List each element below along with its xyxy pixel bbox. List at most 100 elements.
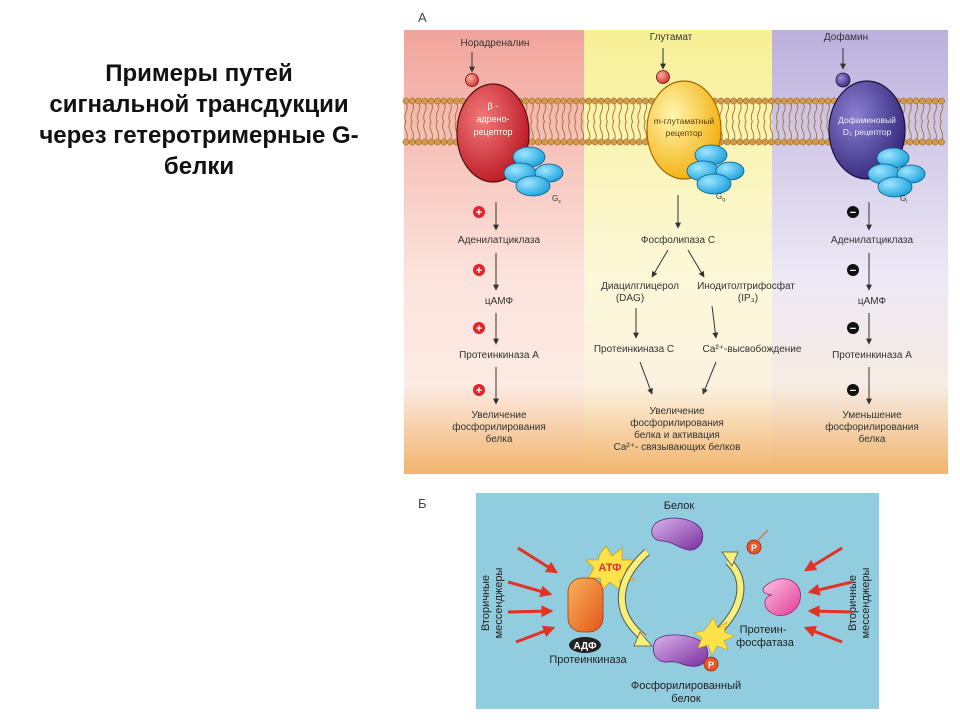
result-line2: фосфорилирования <box>630 417 724 429</box>
pathway-result: фосфорилирования <box>452 421 546 433</box>
protein-phosphatase-shape <box>762 578 801 616</box>
ligand-glutamate: Глутамат <box>650 32 693 43</box>
beta-pathway-steps: + + + + Аденилатциклаза цАМФ Протеинкиназа А Ув… <box>452 202 546 445</box>
g-protein-gs <box>503 146 564 197</box>
result-line4: Ca²⁺- связывающих белков <box>614 441 741 453</box>
pathway-step: цАМФ <box>858 296 887 307</box>
phosphate-attached-label: Р <box>708 660 714 670</box>
regulation-sign <box>847 264 859 276</box>
adp-badge <box>569 637 601 653</box>
adp-label: АДФ <box>573 641 597 652</box>
calcium-release: Ca²⁺-высвобождение <box>703 343 802 355</box>
messenger-arrow <box>807 605 853 618</box>
phosphorylation-burst <box>693 617 735 656</box>
gq-label: Gq <box>716 192 725 203</box>
beta-adrenoreceptor <box>456 83 530 183</box>
dopamine-pathway-steps: − − − − Аденилатциклаза цАМФ Протеинкиназа А Ум… <box>825 202 919 445</box>
messengers-left-line1: Вторичные <box>480 575 492 631</box>
messengers-right-line1: Вторичные <box>847 575 859 631</box>
protein-shape <box>651 517 704 551</box>
glutamate-molecule <box>656 70 670 84</box>
messenger-arrow <box>803 546 843 572</box>
receptor-label-line1: Дофаминовый <box>838 115 896 125</box>
result-line3: белка и активация <box>634 429 720 441</box>
regulation-sign <box>473 206 485 218</box>
pathway-step: цАМФ <box>485 296 514 307</box>
g-protein-gi <box>867 147 926 198</box>
ligand-dopamine: Дофамин <box>824 31 868 43</box>
dag-label-line2: (DAG) <box>616 293 644 304</box>
ligand-noradrenaline: Норадреналин <box>461 38 530 49</box>
protein-kinase-shape <box>567 577 604 633</box>
receptor-label-line2: D₂ рецептор <box>843 127 892 137</box>
dopamine-molecule <box>835 72 851 88</box>
pathway-result: фосфорилирования <box>825 421 919 433</box>
pathway-result: белка <box>859 433 886 445</box>
regulation-sign-label: − <box>850 207 856 219</box>
atp-label: АТФ <box>598 562 621 574</box>
pathway-result: Увеличение <box>471 410 527 421</box>
dopamine-pathway: Дофамин Дофаминовый D₂ рецептор Gi <box>824 31 926 205</box>
regulation-sign <box>847 322 859 334</box>
pathway-result: белка <box>486 433 513 445</box>
messenger-arrows <box>507 546 853 644</box>
messenger-arrow <box>515 625 556 644</box>
phosphatase-label-line1: Протеин- <box>740 624 787 636</box>
messengers-right-line2: мессенджеры <box>860 568 872 639</box>
regulation-sign-label: + <box>476 207 482 219</box>
g-protein-gq <box>686 144 745 195</box>
panel-b-letter: Б <box>418 496 427 511</box>
regulation-sign-label: + <box>476 385 482 397</box>
regulation-sign-label: − <box>850 323 856 335</box>
pathway-step: Протеинкиназа А <box>832 350 912 361</box>
ip3-label-line2: (IP₃) <box>738 293 758 304</box>
phospho-protein-label-line1: Фосфорилированный <box>631 680 741 692</box>
pathway-step: Протеинкиназа А <box>459 350 539 361</box>
messenger-arrow <box>517 546 559 574</box>
receptor-label-line2: рецептор <box>666 128 703 138</box>
protein-kinase-c: Протеинкиназа С <box>594 344 674 355</box>
regulation-sign <box>473 264 485 276</box>
receptor-label-line2: адрено- <box>476 114 509 124</box>
regulation-sign <box>473 322 485 334</box>
phosphatase-label-line2: фосфатаза <box>736 637 795 649</box>
phosphate-attached <box>703 656 719 672</box>
pathway-step: Аденилатциклаза <box>831 235 914 246</box>
messenger-arrow <box>507 580 553 598</box>
slide-title: Примеры путей сигнальной трансдукции чер… <box>39 60 359 180</box>
phosphatase-cycle-arrow <box>721 551 739 567</box>
protein-kinase-label: Протеинкиназа <box>549 654 627 666</box>
regulation-sign <box>847 206 859 218</box>
protein-label: Белок <box>664 500 695 512</box>
receptor-label-line3: рецептор <box>474 127 513 137</box>
glutamate-pathway: Глутамат m-глутаматный рецептор Gq Фосфо… <box>594 32 802 453</box>
messengers-left-line2: мессенджеры <box>493 568 505 639</box>
panel-a-letter: А <box>418 10 427 25</box>
phosphate-released <box>746 539 762 555</box>
regulation-sign <box>847 384 859 396</box>
gs-label: Gs <box>552 194 561 205</box>
regulation-sign-label: − <box>850 265 856 277</box>
regulation-sign-label: + <box>476 323 482 335</box>
dag-label-line1: Диацилглицерол <box>601 281 679 292</box>
messenger-arrow <box>803 625 843 644</box>
receptor-label-line1: m-глутаматный <box>654 116 715 126</box>
phosphate-label: Р <box>751 543 757 553</box>
ip3-label-line1: Инодитолтрифосфат <box>697 280 795 292</box>
messenger-arrow <box>807 580 853 596</box>
phospho-protein-label-line2: белок <box>671 693 701 705</box>
result-line1: Увеличение <box>649 406 705 417</box>
pathway-result: Уменьшение <box>842 410 902 421</box>
gi-label: Gi <box>900 194 907 205</box>
regulation-sign <box>473 384 485 396</box>
regulation-sign-label: + <box>476 265 482 277</box>
phospholipase-c: Фосфолипаза С <box>641 234 715 246</box>
beta-adrenergic-pathway: Норадреналин β - адрено- рецептор Gs <box>456 38 564 205</box>
pathway-step: Аденилатциклаза <box>458 235 541 246</box>
messenger-arrow <box>507 605 554 618</box>
receptor-label-line1: β - <box>488 101 499 111</box>
noradrenaline-molecule <box>465 73 479 87</box>
regulation-sign-label: − <box>850 385 856 397</box>
kinase-cycle-arrow <box>633 631 653 647</box>
